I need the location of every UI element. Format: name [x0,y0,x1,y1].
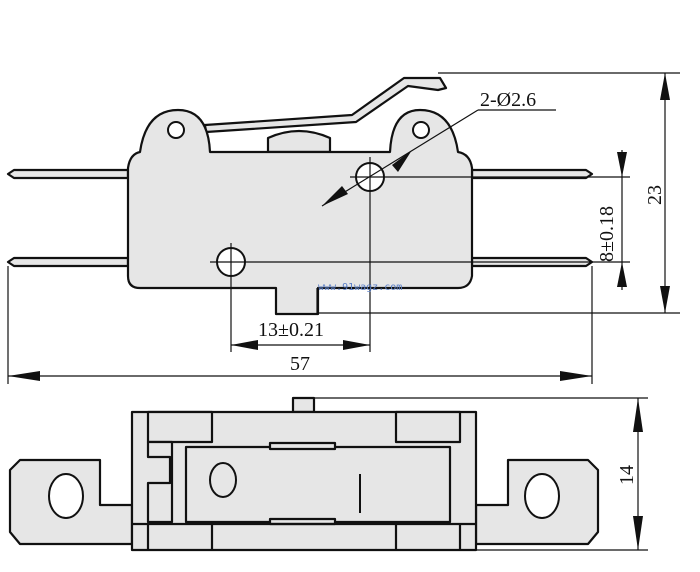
dimension-thickness: 14 [314,397,648,551]
plunger-side [291,396,316,414]
hole-vertical-label: 8±0.18 [596,206,618,262]
dimension-hole-horizontal: 13±0.21 [231,319,370,350]
length-label: 57 [290,353,310,375]
dimension-hole-vertical: 8±0.18 [596,150,627,290]
height-label: 23 [644,185,666,205]
pivot-hole-right [412,121,430,139]
switch-housing [126,108,474,316]
plunger [266,129,332,154]
actuator-lever [203,76,448,134]
terminal-left-bottom [6,256,130,268]
thickness-label: 14 [616,465,638,485]
dimension-height: 23 [318,72,680,314]
terminal-left-top [6,168,130,180]
watermark: www.91wagz.com [318,282,402,293]
dimension-length: 57 [7,266,593,384]
front-view: www.91wagz.com [6,76,630,352]
pivot-hole-left [167,121,185,139]
hole-spec-label: 2-Ø2.6 [480,89,536,111]
hole-horizontal-label: 13±0.21 [258,319,324,341]
tab-hole-right [524,473,560,519]
dimension-hole-spec: 2-Ø2.6 [321,89,556,207]
side-view [8,396,600,552]
tab-hole-left [48,473,84,519]
